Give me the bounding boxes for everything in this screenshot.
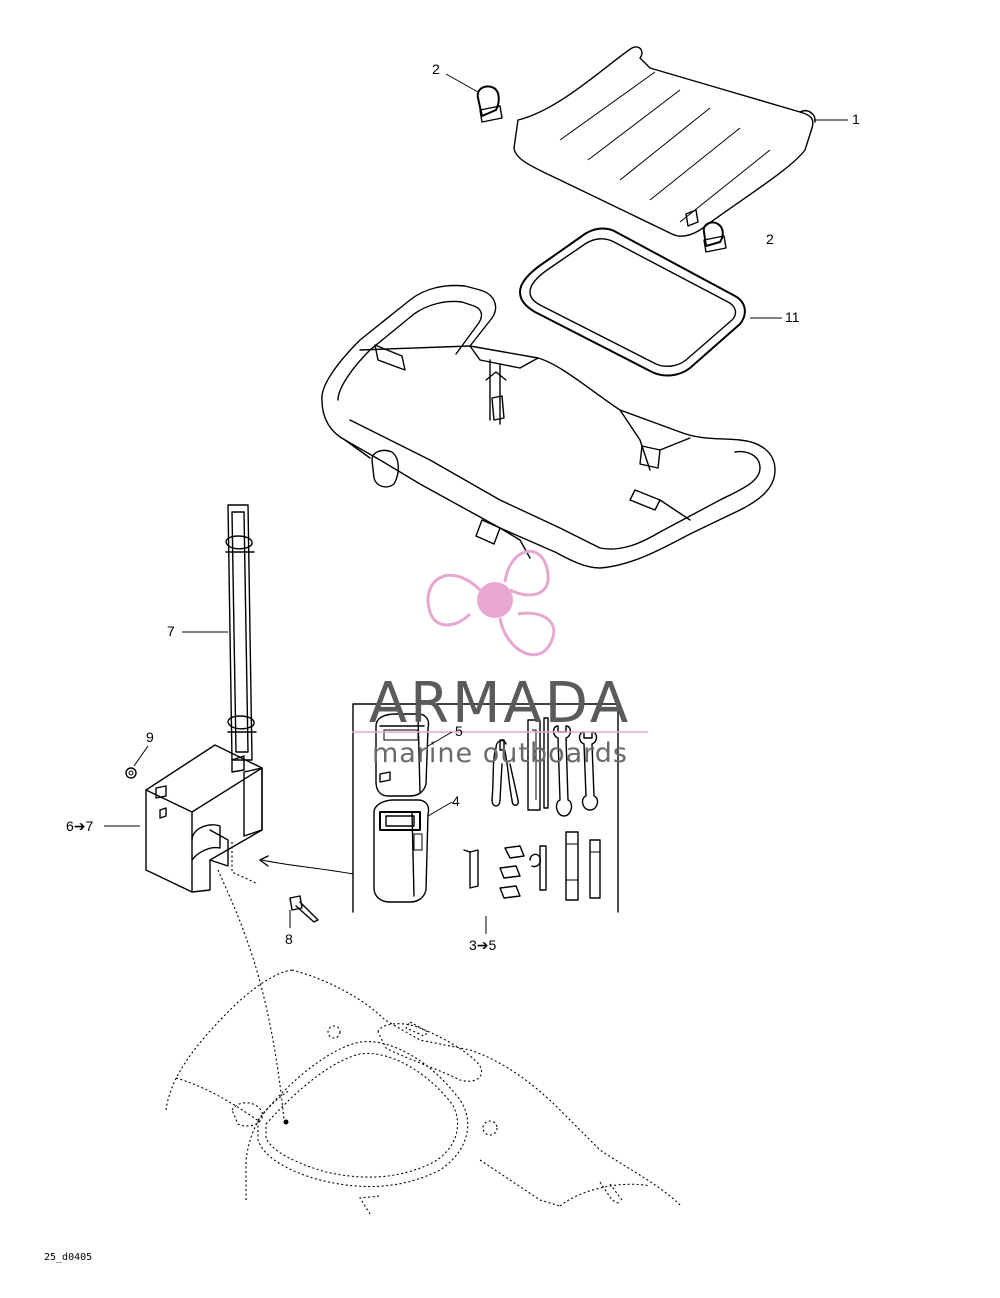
clip-part-lower — [702, 221, 727, 253]
washer-part — [125, 767, 137, 779]
callout-2-lower: 2 — [766, 231, 774, 247]
rack-frame — [321, 284, 776, 569]
drawing-code: 25_d0405 — [44, 1252, 92, 1263]
rivet-part — [289, 895, 319, 923]
callout-7: 7 — [167, 623, 175, 639]
watermark-tagline: marine outboards — [372, 738, 628, 769]
case-part-bottom — [373, 799, 430, 903]
tools-group — [463, 717, 601, 901]
callout-1: 1 — [852, 111, 860, 127]
callout-3-to-5: 3➔5 — [469, 937, 497, 953]
callout-4: 4 — [452, 793, 460, 809]
tool-holder-part — [145, 744, 263, 893]
strap-part — [225, 504, 257, 761]
seal-gasket-part — [519, 227, 746, 377]
seat-cover-part — [513, 46, 816, 237]
callout-11: 11 — [785, 309, 800, 325]
propeller-logo-icon — [426, 549, 556, 657]
case-part-top — [375, 713, 430, 797]
hull-deck-outline — [165, 869, 681, 1215]
callout-6-to-7: 6➔7 — [66, 818, 94, 834]
callout-8: 8 — [285, 931, 293, 947]
clip-part-upper — [476, 85, 503, 123]
tool-kit-box — [352, 703, 619, 913]
assembly-arrow — [259, 855, 354, 875]
callout-5: 5 — [455, 723, 463, 739]
callout-2-upper: 2 — [432, 61, 440, 77]
leader-lines — [104, 73, 848, 934]
watermark-brand: ARMADA — [369, 671, 631, 736]
callout-9: 9 — [146, 729, 154, 745]
